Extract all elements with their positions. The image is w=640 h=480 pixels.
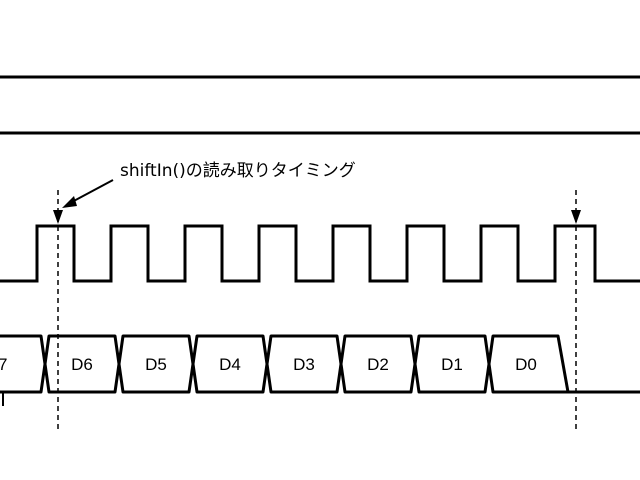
arrowhead-icon: [62, 196, 77, 208]
marker-arrowhead-icon: [571, 210, 581, 224]
bus-bit-label: D5: [145, 355, 167, 374]
bus-segment-d0: [487, 334, 570, 394]
clock-waveform: [0, 224, 640, 283]
clock-signal: [0, 224, 640, 283]
bus-bit-label: D0: [515, 355, 537, 374]
bus-bit-label: D6: [71, 355, 93, 374]
annotation-arrow: [69, 179, 114, 204]
bus-bit-label: D1: [441, 355, 463, 374]
bus-bit-label: D2: [367, 355, 389, 374]
annotation-text: shiftIn()の読み取りタイミング: [120, 161, 356, 181]
marker-arrowhead-icon: [53, 210, 63, 224]
data-bus-signal: D6 D5 D4 D3 D2 D1 D0: [0, 334, 640, 394]
bus-bit-label: D4: [219, 355, 241, 374]
bus-residual-edge: [0, 391, 4, 406]
bus-bit-label: D3: [293, 355, 315, 374]
bus-label-partial: 7: [0, 355, 7, 374]
